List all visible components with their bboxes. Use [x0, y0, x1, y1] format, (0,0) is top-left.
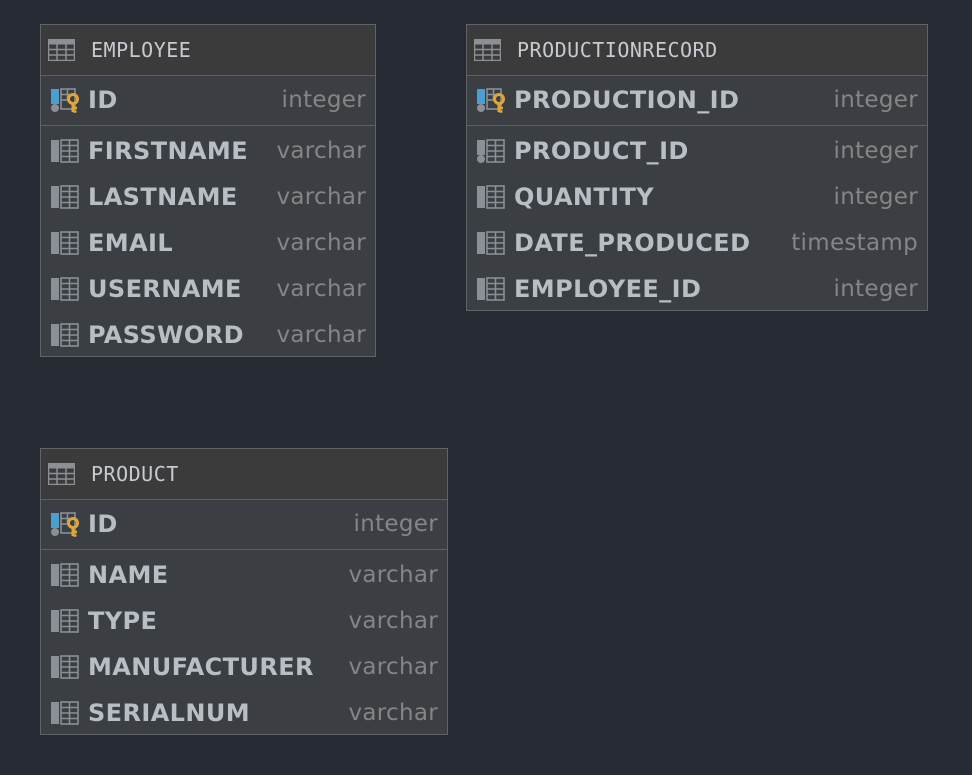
foreign-key-column-icon	[476, 138, 506, 164]
attribute-type: varchar	[276, 184, 366, 210]
entity-title: PRODUCT	[91, 462, 179, 486]
attribute-type: integer	[833, 184, 918, 210]
primary-key-section: PRODUCTION_ID integer	[467, 76, 927, 126]
column-icon	[50, 608, 80, 634]
attribute-name: TYPE	[88, 607, 158, 635]
attribute-row-pk[interactable]: ID integer	[41, 76, 375, 124]
attribute-type: varchar	[276, 322, 366, 348]
attribute-name: NAME	[88, 561, 169, 589]
column-icon	[476, 276, 506, 302]
attribute-type: varchar	[276, 230, 366, 256]
columns-section: PRODUCT_ID integer QUANTITY integer DATE…	[467, 126, 927, 312]
primary-key-section: ID integer	[41, 76, 375, 126]
attribute-row[interactable]: TYPE varchar	[41, 598, 447, 644]
column-icon	[50, 322, 80, 348]
attribute-name: PRODUCT_ID	[514, 137, 689, 165]
entity-product[interactable]: PRODUCT ID integer NAME varchar TYPE var…	[40, 448, 448, 735]
attribute-row[interactable]: QUANTITY integer	[467, 174, 927, 220]
primary-key-icon	[50, 87, 80, 113]
attribute-type: varchar	[348, 562, 438, 588]
attribute-row[interactable]: MANUFACTURER varchar	[41, 644, 447, 690]
attribute-name: MANUFACTURER	[88, 653, 314, 681]
primary-key-icon	[476, 87, 506, 113]
column-icon	[50, 184, 80, 210]
attribute-type: varchar	[348, 654, 438, 680]
attribute-row[interactable]: SERIALNUM varchar	[41, 690, 447, 736]
attribute-row[interactable]: EMAIL varchar	[41, 220, 375, 266]
primary-key-icon	[50, 511, 80, 537]
attribute-type: varchar	[276, 138, 366, 164]
attribute-name: QUANTITY	[514, 183, 655, 211]
entity-productionrecord[interactable]: PRODUCTIONRECORD PRODUCTION_ID integer P…	[466, 24, 928, 311]
table-icon	[48, 463, 75, 485]
column-icon	[50, 230, 80, 256]
attribute-name: PASSWORD	[88, 321, 244, 349]
attribute-row[interactable]: DATE_PRODUCED timestamp	[467, 220, 927, 266]
entity-title: PRODUCTIONRECORD	[517, 38, 718, 62]
attribute-name: PRODUCTION_ID	[514, 86, 740, 114]
attribute-row-pk[interactable]: ID integer	[41, 500, 447, 548]
entity-title: EMPLOYEE	[91, 38, 192, 62]
attribute-type: timestamp	[791, 230, 918, 256]
columns-section: FIRSTNAME varchar LASTNAME varchar EMAIL…	[41, 126, 375, 358]
column-icon	[476, 230, 506, 256]
primary-key-section: ID integer	[41, 500, 447, 550]
attribute-row[interactable]: NAME varchar	[41, 552, 447, 598]
attribute-row[interactable]: EMPLOYEE_ID integer	[467, 266, 927, 312]
attribute-type: varchar	[276, 276, 366, 302]
attribute-row-pk[interactable]: PRODUCTION_ID integer	[467, 76, 927, 124]
attribute-name: ID	[88, 86, 118, 114]
attribute-name: SERIALNUM	[88, 699, 251, 727]
attribute-row[interactable]: USERNAME varchar	[41, 266, 375, 312]
column-icon	[476, 184, 506, 210]
attribute-type: integer	[353, 511, 438, 537]
column-icon	[50, 654, 80, 680]
attribute-type: integer	[281, 87, 366, 113]
entity-header[interactable]: PRODUCT	[41, 449, 447, 500]
attribute-type: varchar	[348, 608, 438, 634]
column-icon	[50, 562, 80, 588]
entity-employee[interactable]: EMPLOYEE ID integer FIRSTNAME varchar LA…	[40, 24, 376, 357]
attribute-name: EMAIL	[88, 229, 174, 257]
attribute-name: DATE_PRODUCED	[514, 229, 751, 257]
attribute-row[interactable]: PRODUCT_ID integer	[467, 128, 927, 174]
attribute-type: varchar	[348, 700, 438, 726]
attribute-name: EMPLOYEE_ID	[514, 275, 702, 303]
attribute-row[interactable]: PASSWORD varchar	[41, 312, 375, 358]
columns-section: NAME varchar TYPE varchar MANUFACTURER v…	[41, 550, 447, 736]
attribute-name: FIRSTNAME	[88, 137, 248, 165]
attribute-name: ID	[88, 510, 118, 538]
attribute-row[interactable]: FIRSTNAME varchar	[41, 128, 375, 174]
attribute-type: integer	[833, 87, 918, 113]
entity-header[interactable]: PRODUCTIONRECORD	[467, 25, 927, 76]
attribute-type: integer	[833, 138, 918, 164]
column-icon	[50, 138, 80, 164]
table-icon	[474, 39, 501, 61]
table-icon	[48, 39, 75, 61]
attribute-type: integer	[833, 276, 918, 302]
attribute-name: LASTNAME	[88, 183, 238, 211]
entity-header[interactable]: EMPLOYEE	[41, 25, 375, 76]
column-icon	[50, 276, 80, 302]
attribute-row[interactable]: LASTNAME varchar	[41, 174, 375, 220]
column-icon	[50, 700, 80, 726]
attribute-name: USERNAME	[88, 275, 242, 303]
